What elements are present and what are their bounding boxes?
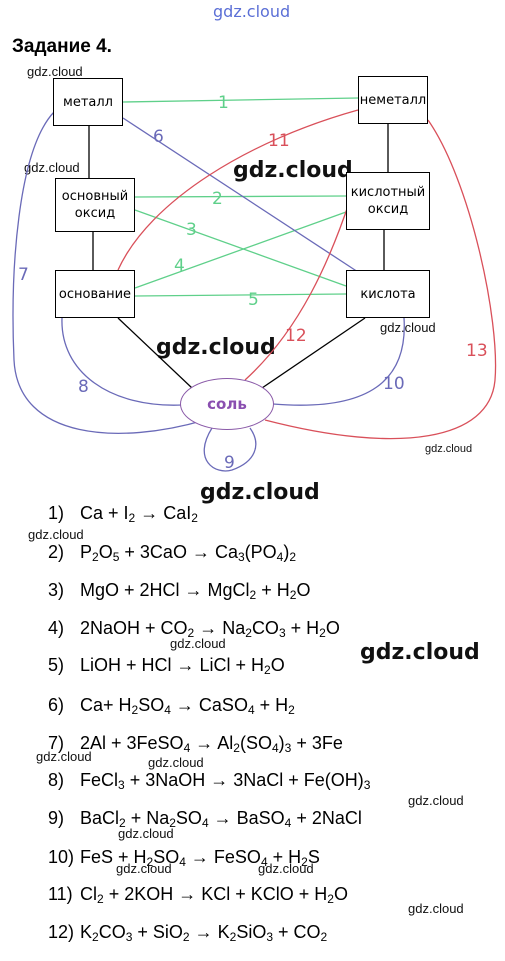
watermark: gdz.cloud xyxy=(116,861,172,876)
link-base-salt xyxy=(117,317,193,389)
node-basic-oxide-line1: основный xyxy=(61,189,129,204)
equation-formula: FeCl3 + 3NaOH → 3NaCl + Fe(OH)3 xyxy=(80,770,371,792)
node-basic-oxide-line2: оксид xyxy=(74,206,116,221)
watermark: gdz.cloud xyxy=(360,640,480,665)
watermark: gdz.cloud xyxy=(233,158,353,183)
equation-10: 10)FeS + H2SO4 → FeSO4 + H2S xyxy=(48,847,320,868)
equation-formula: Cl2 + 2KOH → KCl + KClO + H2O xyxy=(80,884,348,906)
watermark: gdz.cloud xyxy=(258,861,314,876)
equation-number: 10) xyxy=(48,847,75,867)
link-3 xyxy=(134,209,347,287)
equation-2: 2) P2O5 + 3CaO → Ca3(PO4)2 xyxy=(48,542,296,563)
link-11 xyxy=(117,109,359,271)
node-metal: металл xyxy=(53,78,123,126)
link-4 xyxy=(134,211,347,289)
equation-formula: Ca+ H2SO4 → CaSO4 + H2 xyxy=(80,695,295,717)
link-label-5: 5 xyxy=(248,290,259,310)
link-7 xyxy=(12,111,206,434)
equation-8: 8) FeCl3 + 3NaOH → 3NaCl + Fe(OH)3 xyxy=(48,770,370,791)
watermark: gdz.cloud xyxy=(28,527,84,542)
watermark: gdz.cloud xyxy=(200,480,320,505)
watermark: gdz.cloud xyxy=(380,320,436,335)
link-label-10: 10 xyxy=(383,374,405,394)
equation-11: 11) Cl2 + 2KOH → KCl + KClO + H2O xyxy=(48,884,348,905)
equation-9: 9) BaCl2 + Na2SO4 → BaSO4 + 2NaCl xyxy=(48,808,362,829)
link-label-1: 1 xyxy=(218,93,229,113)
equation-number: 3) xyxy=(48,580,65,600)
equation-4: 4) 2NaOH + CO2 → Na2CO3 + H2O xyxy=(48,618,340,639)
link-label-4: 4 xyxy=(174,256,185,276)
watermark: gdz.cloud xyxy=(36,749,92,764)
link-6 xyxy=(122,117,359,273)
equation-12: 12)K2CO3 + SiO2 → K2SiO3 + CO2 xyxy=(48,922,327,943)
link-5 xyxy=(134,293,347,297)
equation-formula: LiOH + HCl → LiCl + H2O xyxy=(80,655,285,677)
node-acid-oxide-line1: кислотный xyxy=(350,185,426,200)
equation-1: 1) Ca + I2 → CaI2 xyxy=(48,503,198,524)
equation-formula: Ca + I2 → CaI2 xyxy=(80,503,198,525)
watermark: gdz.cloud xyxy=(170,636,226,651)
equation-formula: MgO + 2HCl → MgCl2 + H2O xyxy=(80,580,311,602)
watermark: gdz.cloud xyxy=(408,793,464,808)
equation-number: 6) xyxy=(48,695,65,715)
node-nonmetal: неметалл xyxy=(358,76,428,124)
link-1 xyxy=(122,97,359,103)
link-label-2: 2 xyxy=(212,189,223,209)
link-label-9: 9 xyxy=(224,453,235,473)
link-13 xyxy=(264,119,497,440)
equation-number: 12) xyxy=(48,922,75,942)
equation-formula: P2O5 + 3CaO → Ca3(PO4)2 xyxy=(80,542,297,564)
watermark: gdz.cloud xyxy=(213,2,291,21)
equation-number: 11) xyxy=(48,884,73,904)
link-label-13: 13 xyxy=(466,341,488,361)
equation-5: 5) LiOH + HCl → LiCl + H2O xyxy=(48,655,285,676)
watermark: gdz.cloud xyxy=(148,755,204,770)
link-acid-salt xyxy=(261,317,366,389)
node-acid: кислота xyxy=(346,270,430,318)
link-label-11: 11 xyxy=(268,131,290,151)
watermark: gdz.cloud xyxy=(425,443,473,455)
equation-3: 3) MgO + 2HCl → MgCl2 + H2O xyxy=(48,580,310,601)
connections-diagram xyxy=(12,97,497,472)
equation-number: 5) xyxy=(48,655,65,675)
equation-formula: K2CO3 + SiO2 → K2SiO3 + CO2 xyxy=(80,922,328,944)
node-acid-oxide-line2: оксид xyxy=(367,202,409,217)
equation-number: 7) xyxy=(48,733,65,753)
equation-formula: FeS + H2SO4 → FeSO4 + H2S xyxy=(80,847,320,869)
link-10 xyxy=(272,317,405,406)
equation-7: 7) 2Al + 3FeSO4 → Al2(SO4)3 + 3Fe xyxy=(48,733,343,754)
watermark: gdz.cloud xyxy=(156,335,276,360)
link-8 xyxy=(61,317,183,406)
node-salt: соль xyxy=(180,378,274,430)
equation-number: 4) xyxy=(48,618,65,638)
equation-number: 8) xyxy=(48,770,65,790)
equation-number: 2) xyxy=(48,542,65,562)
equation-6: 6) Ca+ H2SO4 → CaSO4 + H2 xyxy=(48,695,295,716)
link-label-3: 3 xyxy=(186,220,197,240)
equation-formula: BaCl2 + Na2SO4 → BaSO4 + 2NaCl xyxy=(80,808,362,830)
link-label-12: 12 xyxy=(285,326,307,346)
link-12 xyxy=(244,199,351,381)
watermark: gdz.cloud xyxy=(408,901,464,916)
watermark: gdz.cloud xyxy=(24,160,80,175)
equation-number: 1) xyxy=(48,503,65,523)
task-title: Задание 4. xyxy=(12,36,112,57)
link-label-8: 8 xyxy=(78,377,89,397)
node-basic-oxide: основный оксид xyxy=(55,178,135,232)
link-9 xyxy=(203,427,257,472)
link-label-7: 7 xyxy=(18,265,29,285)
watermark: gdz.cloud xyxy=(27,64,83,79)
link-label-6: 6 xyxy=(153,127,164,147)
equation-formula: 2NaOH + CO2 → Na2CO3 + H2O xyxy=(80,618,340,640)
node-acid-oxide: кислотный оксид xyxy=(346,172,430,230)
node-base: основание xyxy=(55,270,135,318)
link-2 xyxy=(134,195,347,198)
equation-number: 9) xyxy=(48,808,65,828)
equation-formula: 2Al + 3FeSO4 → Al2(SO4)3 + 3Fe xyxy=(80,733,343,755)
watermark: gdz.cloud xyxy=(118,826,174,841)
